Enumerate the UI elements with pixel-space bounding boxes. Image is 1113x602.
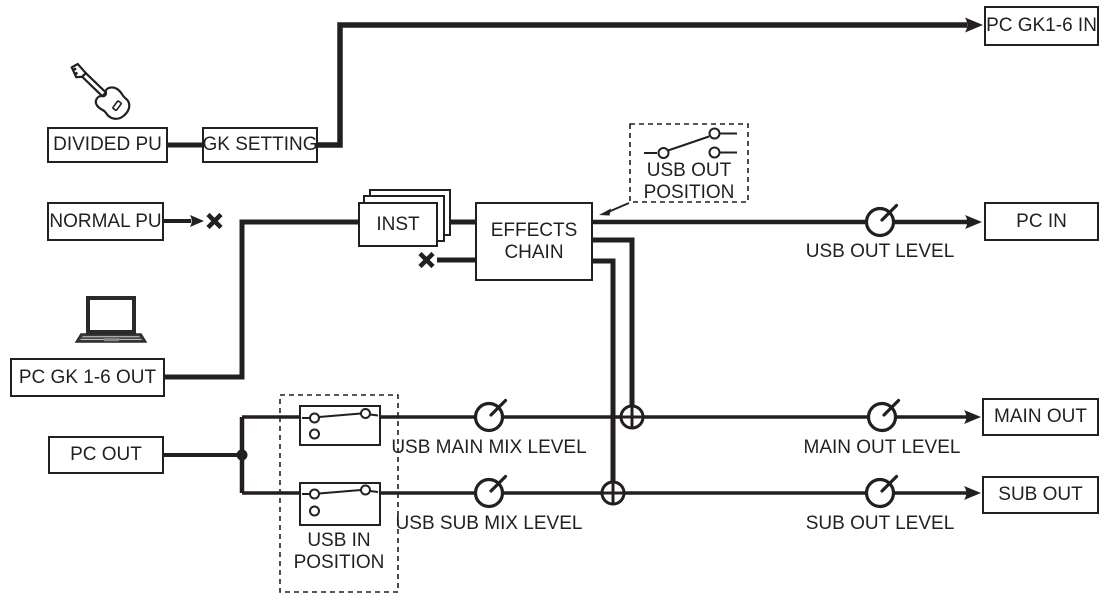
usb-main-mix-level-knob-icon xyxy=(473,398,508,433)
usb-in-position-label: USB IN POSITION xyxy=(293,530,385,574)
usb-out-position-pointer-arrow xyxy=(599,202,630,216)
selector-switch-icon xyxy=(299,405,381,446)
arrow-icon xyxy=(190,215,204,227)
arrow-icon xyxy=(964,486,981,500)
effects-chain-output-connectors xyxy=(593,219,968,483)
sub-out-level-label: SUB OUT LEVEL xyxy=(805,513,955,534)
usb-main-mix-level-label: USB MAIN MIX LEVEL xyxy=(391,437,587,458)
pc-out-split-connector xyxy=(163,417,245,493)
usb-out-position-dashed-frame xyxy=(629,123,749,203)
usb-out-level-knob-icon xyxy=(864,203,899,238)
laptop-icon xyxy=(74,296,148,343)
usb-sub-mix-level-knob-icon xyxy=(473,474,508,509)
main-out-level-knob-icon xyxy=(866,398,901,433)
sub-out-level-knob-icon xyxy=(864,474,899,509)
mute-x-icon xyxy=(418,251,435,269)
mix-sum-node-icon xyxy=(619,404,645,430)
arrow-icon xyxy=(964,410,981,424)
pc-out-box: PC OUT xyxy=(48,436,164,474)
selector-switch-icon xyxy=(644,127,737,159)
divided-pu-box: DIVIDED PU xyxy=(47,127,168,163)
gk-to-pc-connector xyxy=(168,22,967,148)
arrow-icon xyxy=(965,215,982,229)
electric-guitar-icon xyxy=(70,62,131,120)
normal-pu-box: NORMAL PU xyxy=(47,202,164,241)
mix-sum-node-icon xyxy=(600,480,626,506)
inst-box: INST xyxy=(358,202,438,247)
main-out-box: MAIN OUT xyxy=(982,398,1099,436)
usb-out-level-label: USB OUT LEVEL xyxy=(805,241,955,262)
pc-in-box: PC IN xyxy=(984,202,1099,241)
effects-chain-box: EFFECTS CHAIN xyxy=(475,202,593,281)
usb-in-position-dashed-frame xyxy=(279,394,399,593)
main-out-level-label: MAIN OUT LEVEL xyxy=(803,437,961,458)
mute-x-icon xyxy=(206,212,223,230)
pc-gk1-6-out-box: PC GK 1-6 OUT xyxy=(10,358,165,397)
junction-dot-icon xyxy=(236,449,248,461)
arrow-icon xyxy=(965,17,983,33)
usb-out-position-label: USB OUT POSITION xyxy=(643,160,735,204)
gk-setting-box: GK SETTING xyxy=(202,127,318,163)
selector-switch-icon xyxy=(299,482,381,526)
usb-sub-mix-level-label: USB SUB MIX LEVEL xyxy=(395,513,583,534)
pc-gk1-6-in-box: PC GK1-6 IN xyxy=(984,6,1099,46)
sub-out-box: SUB OUT xyxy=(982,476,1099,514)
